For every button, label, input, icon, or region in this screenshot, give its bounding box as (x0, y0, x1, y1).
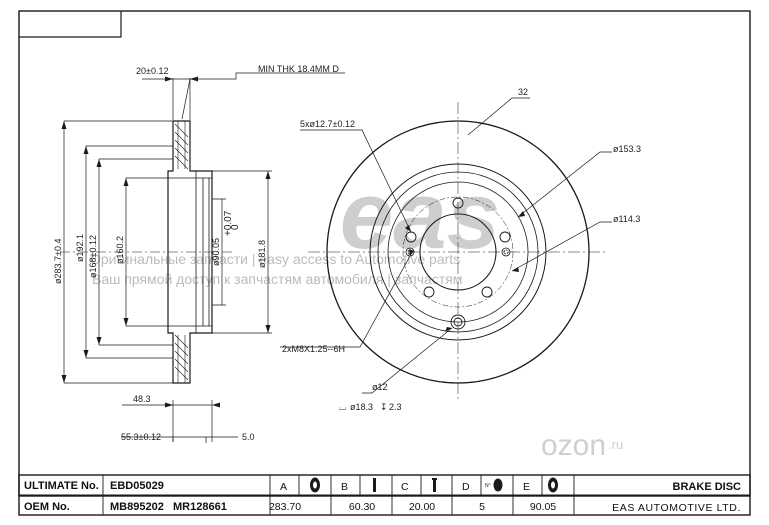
ozon-logo: ozon (541, 429, 606, 462)
sheet-border (18, 10, 751, 497)
front-leaders (280, 97, 612, 394)
dim-48-label: 48.3 (133, 394, 151, 404)
dia-181-label: ø181.8 (257, 240, 267, 268)
disc-diameter-icon (310, 477, 320, 493)
oem-value-1: MB895202 (110, 501, 164, 513)
svg-text:N°: N° (485, 483, 491, 489)
thread-label: 2xM8X1.25--6H (282, 344, 345, 354)
ultimate-label: ULTIMATE No. (24, 480, 99, 492)
bolt-holes-label: 5xø12.7±0.12 (300, 119, 355, 129)
side-dimensions (63, 72, 345, 443)
ozon-domain: .ru (608, 437, 623, 452)
col-d-value: 5 (479, 501, 485, 513)
dia-168-label: ø168±0.12 (88, 235, 98, 278)
title-block (18, 474, 751, 516)
side-dimension-arrows (61, 76, 271, 408)
center-bore-icon (548, 477, 558, 493)
outer-diameter-label: ø283.7±0.4 (53, 239, 63, 284)
counterbore-label: ø18.3 (350, 402, 373, 412)
dia-160-label: ø160.2 (115, 236, 125, 264)
col-a-letter: A (280, 481, 287, 493)
col-e-value: 90.05 (530, 501, 556, 513)
col-a-value: 283.70 (269, 501, 301, 513)
side-section-view (60, 120, 235, 384)
ozon-watermark: ozon .ru (541, 429, 623, 462)
col-c-value: 20.00 (409, 501, 435, 513)
center-bore-tol-upper: +0.07 (223, 210, 234, 236)
disc-thickness-icon (432, 478, 437, 492)
col-e-letter: E (523, 481, 530, 493)
dia-192-label: ø192.1 (75, 234, 85, 262)
dia-114-label: ø114.3 (613, 214, 640, 224)
depth-label: 2.3 (389, 402, 402, 412)
center-bore-label: ø90.05 (211, 238, 221, 266)
depth-symbol: ↧ (380, 402, 388, 412)
product-name: BRAKE DISC (673, 481, 742, 493)
dim-5-label: 5.0 (242, 432, 255, 442)
center-bore-tol-lower: 0 (230, 224, 241, 230)
col-b-value: 60.30 (349, 501, 375, 513)
bolt-holes-icon: N° (485, 478, 503, 492)
dia-12-label: ø12 (372, 382, 388, 392)
min-thickness-label: MIN THK 18.4MM D (258, 64, 339, 74)
oem-value-2: MR128661 (173, 501, 227, 513)
top-width-label: 20±0.12 (136, 66, 168, 76)
dia-153-label: ø153.3 (613, 144, 641, 154)
dim-55-label: 55.3±0.12 (121, 432, 161, 442)
col-b-letter: B (341, 481, 348, 493)
oem-label: OEM No. (24, 501, 70, 513)
vanes-label: 32 (518, 87, 528, 97)
watermark-line2: Ваш прямой доступ к запчастям автомобиля… (92, 271, 462, 287)
eas-watermark: eas Оригинальные запчасти | easy access … (90, 162, 500, 287)
col-d-letter: D (462, 481, 470, 493)
disc-height-icon (373, 478, 376, 492)
counterbore-symbol: ⌴ (339, 402, 346, 412)
company-name: EAS AUTOMOTIVE LTD. (612, 502, 741, 514)
front-arrows (405, 211, 525, 332)
col-c-letter: C (401, 481, 409, 493)
ultimate-value: EBD05029 (110, 480, 164, 492)
watermark-line1: Оригинальные запчасти | easy access to A… (90, 251, 460, 267)
front-view (308, 102, 608, 402)
